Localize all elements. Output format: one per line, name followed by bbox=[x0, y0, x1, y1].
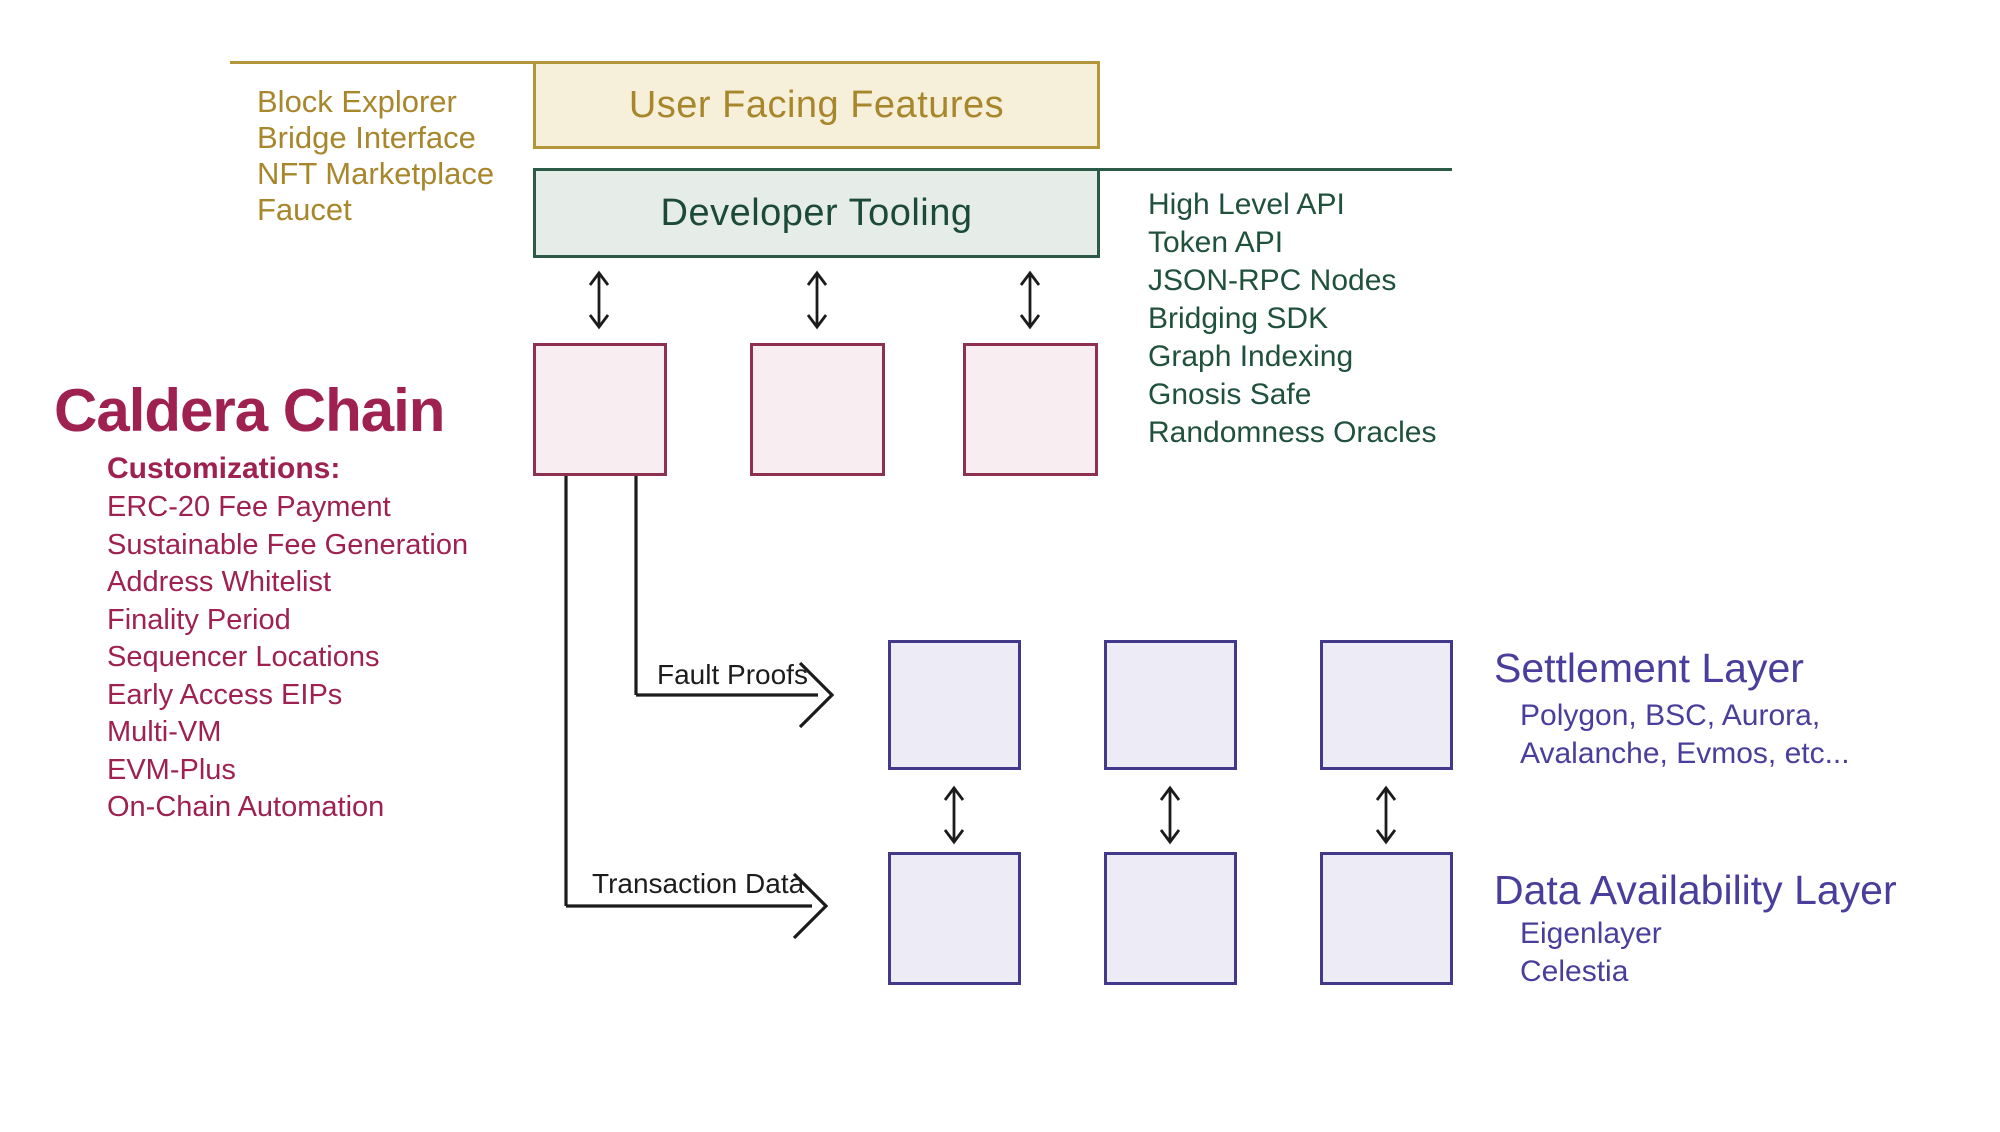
double-arrow-icon bbox=[806, 270, 828, 330]
settlement-node-box-2 bbox=[1104, 640, 1237, 770]
list-item: NFT Marketplace bbox=[257, 156, 495, 191]
da-node-box-3 bbox=[1320, 852, 1453, 985]
double-arrow-icon bbox=[588, 270, 610, 330]
settlement-layer-title: Settlement Layer bbox=[1494, 645, 1804, 691]
transaction-data-connector-arrow bbox=[564, 476, 829, 940]
list-item: Eigenlayer bbox=[1520, 917, 1662, 950]
user-facing-features-box: User Facing Features bbox=[533, 61, 1100, 149]
list-item: Celestia bbox=[1520, 955, 1629, 988]
list-item: Faucet bbox=[257, 192, 352, 227]
developer-tooling-list: High Level API Token API JSON-RPC Nodes … bbox=[1148, 186, 1436, 452]
data-availability-provider-list: Eigenlayer Celestia bbox=[1520, 915, 1662, 991]
developer-tooling-title: Developer Tooling bbox=[660, 191, 973, 234]
double-arrow-icon bbox=[943, 785, 965, 845]
da-node-box-1 bbox=[888, 852, 1021, 985]
list-item: On-Chain Automation bbox=[107, 791, 385, 823]
list-item: Early Access EIPs bbox=[107, 678, 343, 711]
fault-proofs-connector-arrow bbox=[634, 476, 835, 729]
list-item: Avalanche, Evmos, etc... bbox=[1520, 737, 1850, 770]
list-item: High Level API bbox=[1148, 188, 1345, 221]
list-item: Sequencer Locations bbox=[107, 641, 380, 673]
list-item: Address Whitelist bbox=[107, 566, 332, 598]
list-item: Token API bbox=[1148, 226, 1284, 259]
user-facing-features-title: User Facing Features bbox=[628, 83, 1005, 126]
chain-node-box-2 bbox=[750, 343, 885, 476]
developer-tooling-box: Developer Tooling bbox=[533, 168, 1100, 258]
list-item: Graph Indexing bbox=[1148, 340, 1354, 373]
list-item: Block Explorer bbox=[257, 84, 457, 119]
user-facing-divider-line bbox=[230, 61, 533, 64]
chain-node-box-1 bbox=[533, 343, 667, 476]
data-availability-layer-title: Data Availability Layer bbox=[1494, 867, 1897, 913]
list-item: Gnosis Safe bbox=[1148, 378, 1312, 411]
list-item: Multi-VM bbox=[107, 716, 222, 748]
list-item: Polygon, BSC, Aurora, bbox=[1520, 699, 1821, 732]
customizations-list: ERC-20 Fee Payment Sustainable Fee Gener… bbox=[107, 489, 468, 827]
settlement-node-box-3 bbox=[1320, 640, 1453, 770]
list-item: ERC-20 Fee Payment bbox=[107, 491, 391, 523]
settlement-layer-chain-list: Polygon, BSC, Aurora, Avalanche, Evmos, … bbox=[1520, 697, 1850, 773]
developer-divider-line bbox=[1098, 168, 1452, 171]
list-item: Finality Period bbox=[107, 603, 291, 636]
list-item: EVM-Plus bbox=[107, 753, 236, 786]
fault-proofs-label: Fault Proofs bbox=[657, 659, 808, 690]
transaction-data-label: Transaction Data bbox=[592, 868, 805, 899]
list-item: Bridge Interface bbox=[257, 120, 476, 155]
list-item: Randomness Oracles bbox=[1148, 416, 1437, 449]
caldera-chain-title: Caldera Chain bbox=[54, 377, 445, 444]
customizations-heading: Customizations: bbox=[107, 452, 341, 485]
settlement-node-box-1 bbox=[888, 640, 1021, 770]
da-node-box-2 bbox=[1104, 852, 1237, 985]
chain-node-box-3 bbox=[963, 343, 1098, 476]
double-arrow-icon bbox=[1159, 785, 1181, 845]
user-facing-feature-list: Block Explorer Bridge Interface NFT Mark… bbox=[257, 84, 494, 228]
list-item: JSON-RPC Nodes bbox=[1148, 264, 1397, 297]
list-item: Sustainable Fee Generation bbox=[107, 528, 469, 561]
double-arrow-icon bbox=[1375, 785, 1397, 845]
double-arrow-icon bbox=[1019, 270, 1041, 330]
list-item: Bridging SDK bbox=[1148, 302, 1329, 335]
